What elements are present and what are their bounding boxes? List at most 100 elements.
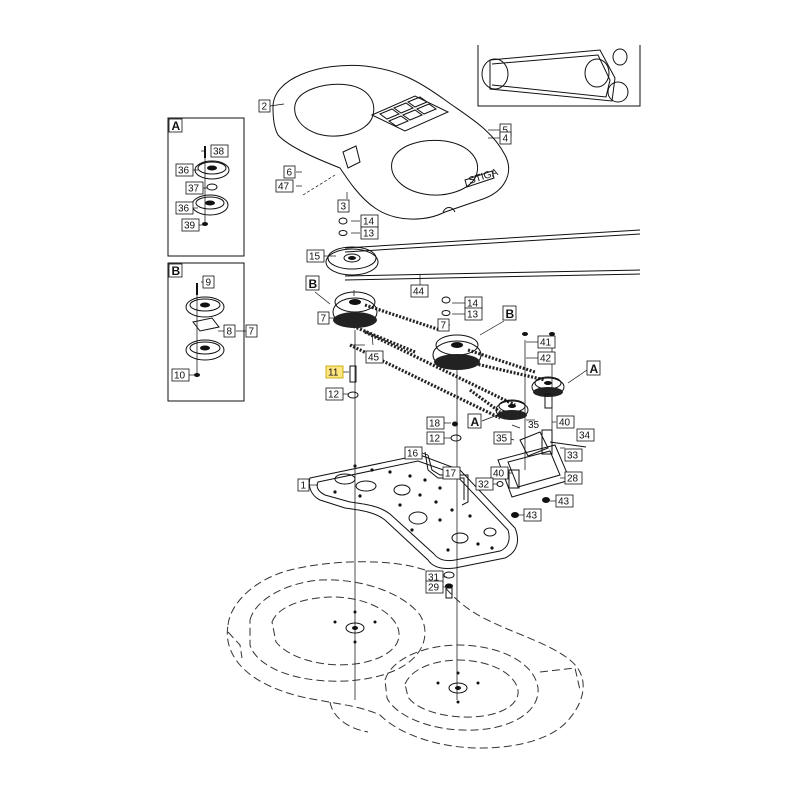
part-label-43-lower: 43 [523,508,542,522]
part-label-11: 11 [325,365,344,379]
part-label-29: 29 [425,580,444,594]
svg-text:35: 35 [528,420,540,431]
part-label-16: 16 [404,446,423,460]
part-label-47: 47 [275,179,294,193]
svg-text:14: 14 [467,299,479,310]
part-label-28: 28 [564,471,583,485]
detail-tag-a-right: A [586,360,601,376]
drive-pulley [325,217,379,276]
part-label-13-mid: 13 [464,307,483,321]
svg-text:43: 43 [526,511,538,522]
svg-text:14: 14 [363,217,375,228]
svg-text:18: 18 [429,419,441,430]
part-label-34: 34 [576,428,595,442]
part-label-6: 6 [283,165,296,179]
svg-text:A: A [172,119,181,133]
part-label-8: 8 [223,324,236,338]
svg-text:33: 33 [567,451,579,462]
svg-text:B: B [309,277,318,291]
svg-text:41: 41 [540,338,552,349]
belt-cover: STIGA [272,64,509,220]
svg-text:47: 47 [278,182,290,193]
part-label-33: 33 [564,448,583,462]
svg-text:45: 45 [368,353,380,364]
svg-text:36: 36 [178,204,190,215]
svg-text:42: 42 [540,354,552,365]
svg-text:4: 4 [503,134,509,145]
sprocket-left [332,291,378,328]
svg-text:7: 7 [321,314,327,325]
sprocket-right-small [531,376,565,409]
svg-text:13: 13 [363,229,375,240]
svg-text:B: B [172,264,181,278]
svg-text:29: 29 [428,583,440,594]
part-label-32: 32 [475,477,494,491]
part-label-42: 42 [537,351,556,365]
part-label-45: 45 [365,350,384,364]
drive-chains [349,303,546,420]
part-number-labels: 2 6 47 3 14 13 15 44 5 4 7 45 11 12 14 1… [171,99,595,594]
svg-text:B: B [506,307,515,321]
part-label-2: 2 [258,99,271,113]
cover-vent-grille [378,96,438,127]
part-label-43-right: 43 [555,494,574,508]
svg-text:43: 43 [558,497,570,508]
part-label-39: 39 [181,218,200,232]
detail-box-b: B [167,262,245,402]
svg-text:28: 28 [567,474,579,485]
svg-text:34: 34 [579,431,591,442]
part-label-36-bottom: 36 [175,201,194,215]
svg-text:13: 13 [467,310,479,321]
svg-text:8: 8 [227,327,233,338]
svg-text:17: 17 [445,469,457,480]
svg-text:7: 7 [249,327,255,338]
part-label-35-upper: 35 [528,420,540,431]
svg-text:11: 11 [328,368,339,379]
svg-text:9: 9 [206,278,212,289]
svg-text:31: 31 [428,573,440,584]
detail-tag-b-right: B [502,305,517,321]
svg-text:3: 3 [341,202,347,213]
part-label-37: 37 [185,181,204,195]
svg-text:10: 10 [174,371,186,382]
part-label-38: 38 [210,144,229,158]
part-label-7-detail: 7 [245,324,258,338]
svg-text:1: 1 [301,481,307,492]
svg-text:A: A [471,415,480,429]
mounting-plate [308,451,518,569]
part-label-3: 3 [337,199,350,213]
belt-routing-inset [477,45,641,107]
svg-text:16: 16 [407,449,419,460]
detail-tags: B B A A [305,275,601,429]
part-label-17: 17 [442,466,461,480]
part-label-4: 4 [499,131,512,145]
svg-text:40: 40 [493,469,505,480]
svg-text:44: 44 [413,287,425,298]
svg-text:39: 39 [184,221,196,232]
part-label-12-left: 12 [325,387,344,401]
sprocket-center [432,296,482,370]
part-label-7-left: 7 [317,311,330,325]
svg-text:2: 2 [262,102,268,113]
svg-text:37: 37 [188,184,200,195]
svg-text:36: 36 [178,166,190,177]
part-label-36-top: 36 [175,163,194,177]
part-label-12-center: 12 [426,431,445,445]
detail-tag-a-lower: A [467,413,482,429]
svg-text:6: 6 [287,168,293,179]
svg-text:38: 38 [213,147,225,158]
part-label-18: 18 [426,416,445,430]
mower-deck-outline [226,561,584,749]
detail-tag-b-left: B [305,275,320,291]
svg-text:12: 12 [328,390,340,401]
svg-text:7: 7 [441,321,447,332]
part-label-14-top: 14 [360,214,379,228]
part-label-15: 15 [306,249,325,263]
cover-logo: STIGA [468,167,500,187]
part-label-9: 9 [202,275,215,289]
sprocket-lower-small [495,399,529,420]
part-label-41: 41 [537,335,556,349]
part-label-44: 44 [410,284,429,298]
part-label-35-lower: 35 [493,431,512,445]
svg-text:32: 32 [478,480,490,491]
